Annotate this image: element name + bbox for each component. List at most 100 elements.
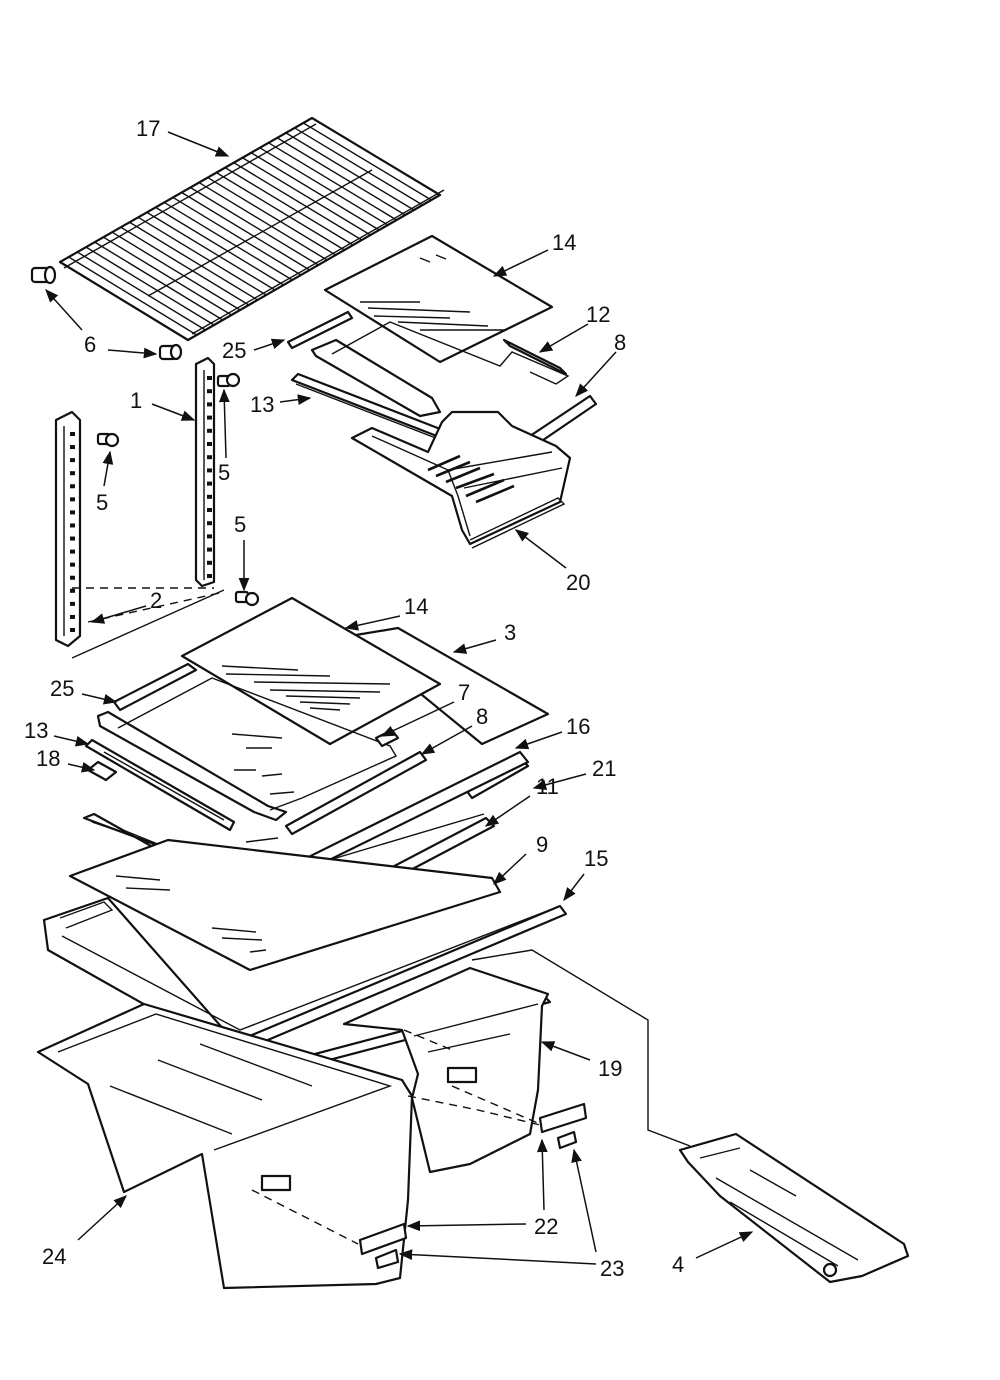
right-drawer-clip-22 (538, 1102, 588, 1134)
callout-5-upper: 5 (218, 460, 230, 485)
callout-3: 3 (504, 620, 516, 645)
wire-bar (137, 216, 267, 296)
wire-bar (259, 147, 389, 226)
wire-bar (103, 236, 232, 316)
callout-11: 11 (536, 774, 559, 799)
callout-1: 1 (130, 388, 142, 413)
callout-14-middle: 14 (404, 594, 428, 619)
callout-13-upper: 13 (250, 392, 274, 417)
ladder-slot (70, 628, 75, 632)
callout-16: 16 (566, 714, 590, 739)
callout-25-middle: 25 (50, 676, 74, 701)
wire-bar (155, 206, 284, 286)
wire-bar (250, 152, 380, 231)
wire-bar (198, 181, 328, 261)
wire-bar (111, 231, 241, 311)
ladder-slot (70, 458, 75, 463)
wire-bar (146, 211, 276, 291)
meat-pan (350, 410, 572, 549)
wire-bar (68, 256, 198, 336)
leader-lines (45, 131, 754, 1265)
wire-shelf (58, 116, 445, 342)
ladder-slot (207, 442, 212, 446)
wire-bar (311, 117, 441, 196)
screw-lower (234, 590, 260, 607)
ladder-slot (70, 601, 75, 606)
crisper-control-housing (678, 1132, 910, 1284)
middle-bracket (86, 760, 118, 782)
callout-23-right: 23 (600, 1256, 624, 1281)
callout-22-right: 22 (534, 1214, 558, 1239)
cover-panel (348, 626, 550, 746)
left-drawer-clip-22 (358, 1222, 408, 1256)
ladder-slot (70, 510, 75, 515)
ladder-slot (207, 468, 212, 473)
callout-2: 2 (150, 588, 162, 613)
ladder-slot (207, 389, 212, 394)
middle-shelf-frame (96, 677, 398, 822)
wire-bar (233, 162, 363, 241)
middle-side-rail (84, 738, 236, 832)
middle-rail-8 (284, 750, 428, 836)
middle-rail-7 (374, 728, 400, 748)
wire-bar (85, 246, 215, 326)
ladder-slot (70, 471, 75, 476)
callout-19: 19 (598, 1056, 622, 1081)
right-drawer-clip-23 (556, 1130, 578, 1150)
right-shelf-ladder (194, 356, 216, 588)
wire-bar (224, 167, 354, 246)
callout-4: 4 (672, 1252, 684, 1277)
wire-bar (216, 172, 345, 251)
right-crisper-drawer (342, 966, 550, 1174)
ladder-slot (207, 415, 212, 420)
ladder-slot (70, 432, 75, 436)
callout-24: 24 (42, 1244, 66, 1269)
ladder-slot (70, 445, 75, 450)
callout-5-left: 5 (96, 490, 108, 515)
ladder-slot (207, 402, 212, 407)
callout-labels: 17 14 12 8 6 25 13 1 5 5 5 20 2 14 3 25 … (24, 116, 684, 1281)
left-crisper-drawer (36, 1002, 414, 1290)
wire-bar (285, 132, 415, 211)
ladder-slot (207, 534, 212, 539)
upper-front-trim (286, 310, 354, 350)
callout-8-middle: 8 (476, 704, 488, 729)
screw-left (96, 432, 120, 448)
ladder-slot (70, 588, 75, 593)
wire-bar (189, 186, 319, 266)
ladder-slot (207, 547, 212, 552)
callout-25-upper: 25 (222, 338, 246, 363)
middle-front-trim (112, 662, 198, 712)
ladder-slot (70, 523, 75, 528)
wire-bar (77, 251, 206, 331)
screw-upper (216, 372, 241, 388)
crisper-cover-front (42, 896, 568, 1056)
shelf-stud-left (30, 265, 57, 285)
ladder-slot (70, 497, 75, 502)
ladder-slot (207, 428, 212, 433)
ladder-slot (207, 560, 212, 565)
wire-bar (268, 142, 397, 221)
ladder-slot (207, 574, 212, 578)
ladder-slot (70, 484, 75, 489)
ladder-slot (207, 494, 212, 499)
wire-bar (294, 127, 423, 206)
middle-glass-shelf (180, 596, 442, 746)
wire-bar (129, 221, 258, 301)
ladder-slot (70, 549, 75, 554)
ladder-slot (207, 376, 212, 380)
callout-13-middle: 13 (24, 718, 48, 743)
wire-bar (172, 196, 302, 276)
wire-bar (163, 201, 293, 281)
callout-21: 21 (592, 756, 616, 781)
ladder-slot (207, 481, 212, 486)
callout-9: 9 (536, 832, 548, 857)
callout-5-lower: 5 (234, 512, 246, 537)
ladder-slot (207, 521, 212, 526)
callout-7: 7 (458, 680, 470, 705)
ladder-slot (70, 562, 75, 567)
left-shelf-ladder (54, 410, 82, 648)
ladder-slot (207, 508, 212, 512)
ladder-slot (70, 614, 75, 619)
